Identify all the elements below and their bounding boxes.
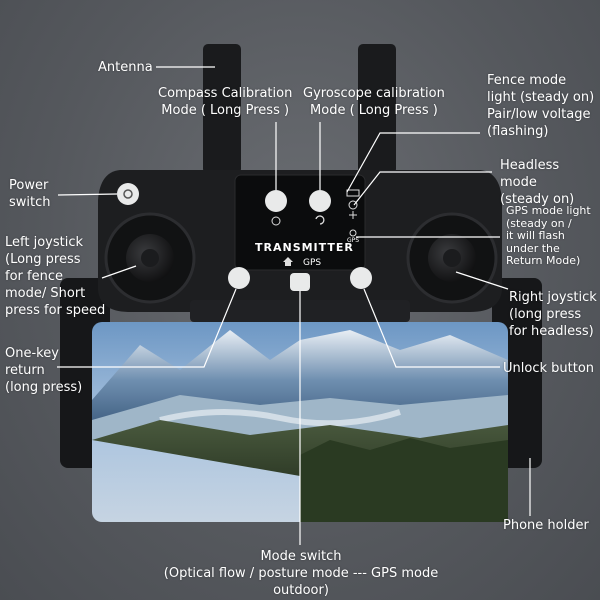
headless-icon: [348, 200, 358, 210]
compass-calibration-label: Compass Calibration Mode ( Long Press ): [158, 86, 293, 118]
brand-label: TRANSMITTER: [255, 241, 354, 254]
compass-calibration-button[interactable]: [265, 190, 287, 212]
battery-icon: [346, 189, 360, 197]
power-switch-label: Power switch: [9, 178, 51, 210]
fence-icon: [349, 211, 357, 219]
left-joystick[interactable]: [104, 212, 196, 304]
unlock-button[interactable]: [350, 267, 372, 289]
fence-mode-label: Fence mode light (steady on) Pair/low vo…: [487, 73, 595, 139]
antenna-right: [358, 44, 396, 174]
one-key-return-label: One-key return (long press): [5, 346, 83, 395]
gps-indicator-icon: [349, 229, 357, 237]
power-button[interactable]: [117, 183, 139, 205]
gps-screen-text: GPS: [303, 258, 322, 268]
gps-mode-label: GPS mode light (steady on / it will flas…: [506, 204, 591, 267]
leader-lines: [57, 66, 531, 545]
gps-indicator-text: GPS: [347, 237, 360, 244]
home-icon: [283, 257, 293, 266]
antenna-label: Antenna: [98, 60, 153, 75]
left-joystick-label: Left joystick (Long press for fence mode…: [5, 235, 106, 318]
mode-switch-label: Mode switch (Optical flow / posture mode…: [163, 549, 439, 598]
antenna-left: [203, 44, 241, 174]
power-icon: [123, 189, 133, 199]
gyro-calibration-button[interactable]: [309, 190, 331, 212]
gyro-calibration-label: Gyroscope calibration Mode ( Long Press …: [303, 86, 445, 118]
phone-holder-label: Phone holder: [503, 518, 589, 533]
gyro-icon: [315, 215, 325, 225]
headless-mode-label: Headless mode (steady on): [500, 158, 575, 207]
right-joystick-label: Right joystick (long press for headless): [509, 290, 597, 339]
unlock-button-label: Unlock button: [503, 361, 595, 376]
right-joystick[interactable]: [406, 212, 498, 304]
one-key-return-button[interactable]: [228, 267, 250, 289]
compass-icon: [271, 216, 281, 226]
mode-switch[interactable]: [290, 273, 310, 291]
